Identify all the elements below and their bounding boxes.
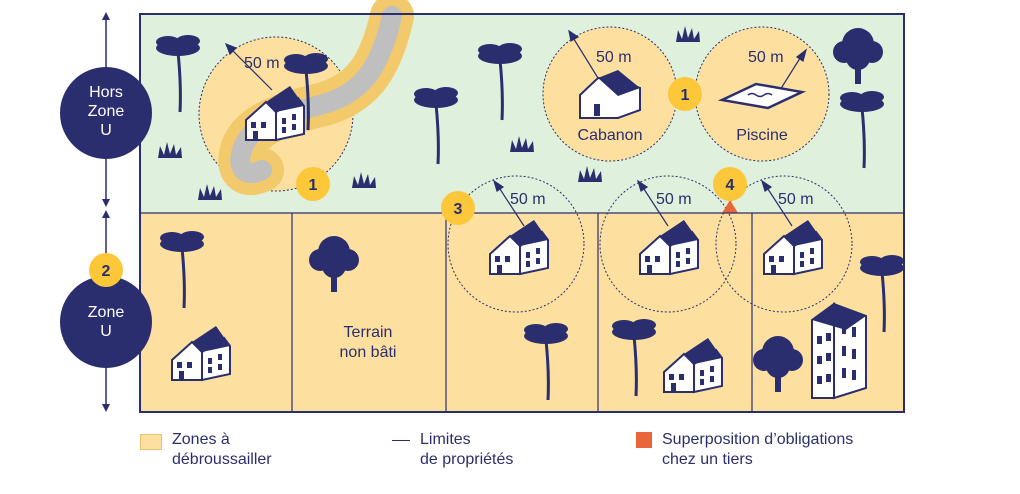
legend-limits-label: Limites de propriétés bbox=[420, 431, 514, 468]
apartment-building-icon bbox=[811, 302, 867, 400]
legend-overlap-label: Superposition d’obligations chez un tier… bbox=[662, 431, 854, 468]
step-badge-2 bbox=[89, 253, 123, 287]
step-badge-2-label: 2 bbox=[102, 263, 111, 280]
clearance-circle-house-4b bbox=[715, 175, 853, 313]
step-badge-1 bbox=[296, 167, 330, 201]
line-swatch bbox=[392, 440, 410, 441]
orange-swatch bbox=[636, 432, 652, 448]
distance-label: 50 m bbox=[656, 191, 692, 208]
legend-zones: Zones à débroussailler bbox=[140, 430, 272, 470]
map-frame bbox=[139, 13, 905, 413]
step-badge-1-label: 1 bbox=[681, 87, 690, 104]
step-badge-4-label: 4 bbox=[726, 177, 735, 194]
yellow-swatch bbox=[140, 434, 162, 450]
step-badge-4 bbox=[713, 167, 747, 201]
legend-limits: Limites de propriétés bbox=[392, 430, 513, 470]
cabanon-label: Cabanon bbox=[578, 127, 643, 144]
overlap-marker bbox=[722, 200, 738, 213]
cabanon-icon bbox=[579, 70, 641, 119]
step-badge-3 bbox=[441, 191, 475, 225]
zone-u-badge bbox=[60, 276, 152, 368]
text-line: Hors bbox=[89, 84, 123, 101]
legend-zones-label: Zones à débroussailler bbox=[172, 431, 272, 468]
piscine-label: Piscine bbox=[736, 127, 788, 144]
text-line: Zone bbox=[88, 304, 125, 321]
terrain-label: Terrain non bâti bbox=[340, 324, 397, 361]
legend-overlap: Superposition d’obligations chez un tier… bbox=[636, 430, 853, 470]
step-badge-1-label: 1 bbox=[309, 177, 318, 194]
distance-label: 50 m bbox=[778, 191, 814, 208]
step-badge-1 bbox=[668, 77, 702, 111]
text-line: Terrain bbox=[344, 324, 393, 341]
property-limits bbox=[140, 212, 904, 412]
clearance-circle-house-3 bbox=[447, 175, 585, 313]
hors-zone-u-badge bbox=[60, 67, 152, 159]
distance-label: 50 m bbox=[748, 49, 784, 66]
distance-label: 50 m bbox=[244, 55, 280, 72]
text-line: Zone bbox=[88, 103, 125, 120]
clearance-circle-house-4a bbox=[599, 175, 737, 313]
text-line: U bbox=[100, 323, 112, 340]
text-line: non bâti bbox=[340, 344, 397, 361]
distance-label: 50 m bbox=[596, 49, 632, 66]
pool-icon bbox=[717, 82, 807, 110]
distance-label: 50 m bbox=[510, 191, 546, 208]
step-badge-3-label: 3 bbox=[454, 201, 463, 218]
text-line: U bbox=[100, 122, 112, 139]
